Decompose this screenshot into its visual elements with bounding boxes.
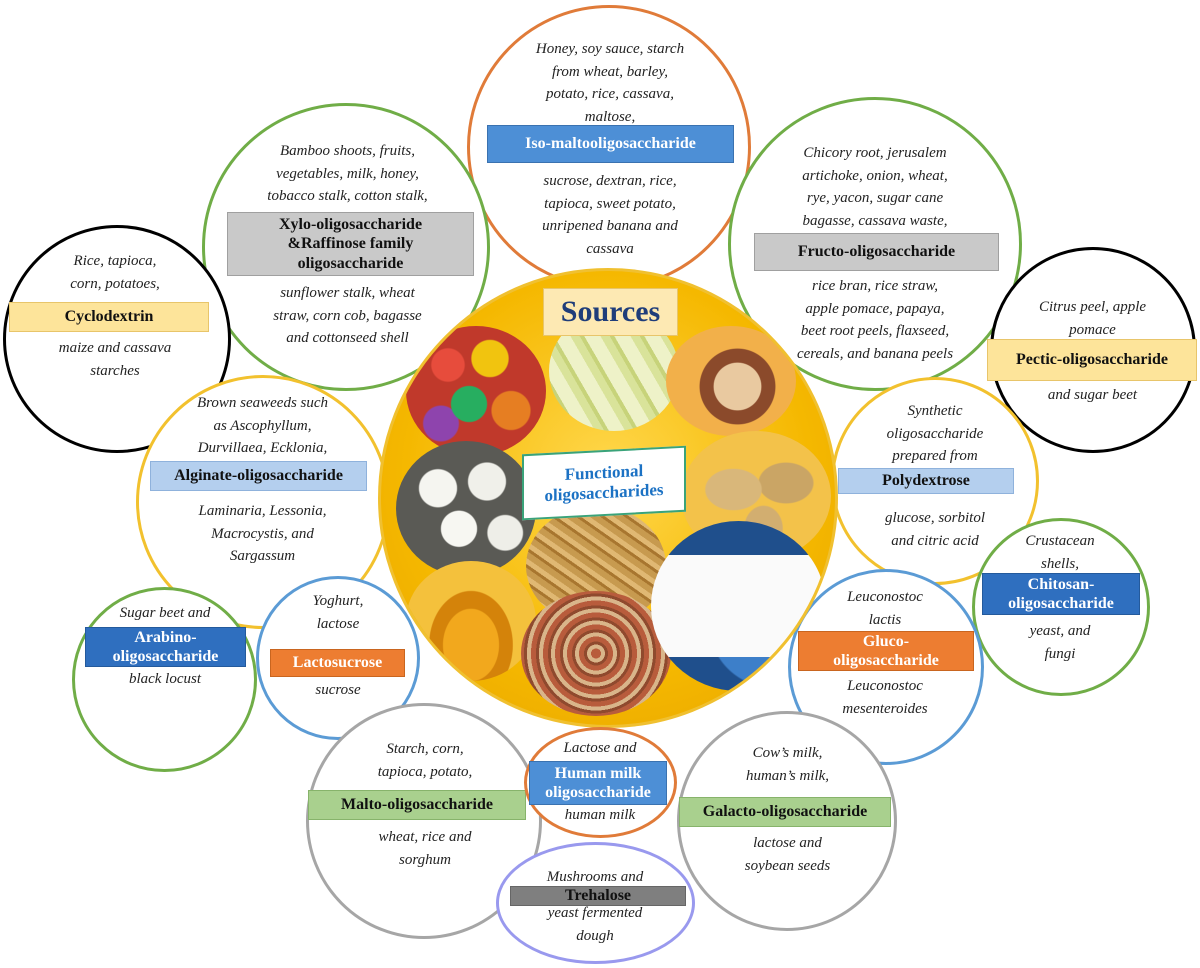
pectic-sources-above: Citrus peel, apple pomace bbox=[1038, 299, 1147, 338]
hmo-sources-below: human milk bbox=[564, 807, 636, 823]
alginate-oligosaccharide-label: Alginate-oligosaccharide bbox=[150, 461, 367, 491]
alginate-sources-above: Brown seaweeds such as Ascophyllum, Durv… bbox=[196, 395, 329, 456]
malto-sources-above: Starch, corn, tapioca, potato, bbox=[377, 741, 473, 780]
mushrooms-image bbox=[396, 441, 536, 576]
lactosucrose-sources-above: Yoghurt, lactose bbox=[312, 593, 364, 632]
sources-title: Sources bbox=[543, 288, 678, 336]
chitosan-sources-above: Crustacean shells, bbox=[1025, 533, 1095, 572]
gluco-sources-below: Leuconostoc mesenteroides bbox=[842, 678, 928, 717]
chitosan-oligosaccharide-label: Chitosan- oligosaccharide bbox=[982, 573, 1140, 615]
cyclodextrin-sources-above: Rice, tapioca, corn, potatoes, bbox=[70, 253, 160, 292]
fructo-sources-below: rice bran, rice straw, apple pomace, pap… bbox=[796, 278, 954, 362]
malto-oligosaccharide-label: Malto-oligosaccharide bbox=[308, 790, 526, 820]
pectic-sources-below: and sugar beet bbox=[1047, 387, 1138, 403]
xylo-sources-above: Bamboo shoots, fruits, vegetables, milk,… bbox=[267, 143, 428, 204]
human-milk-oligosaccharide-label: Human milk oligosaccharide bbox=[529, 761, 667, 805]
milk-glass-image bbox=[651, 521, 826, 691]
arabino-oligosaccharide-circle bbox=[72, 587, 257, 772]
polydextrose-sources-above: Synthetic oligosaccharide prepared from bbox=[886, 403, 984, 464]
polydextrose-sources-below: glucose, sorbitol and citric acid bbox=[885, 510, 985, 549]
xylo-sources-below: sunflower stalk, wheat straw, corn cob, … bbox=[273, 285, 422, 346]
polydextrose-label: Polydextrose bbox=[838, 468, 1014, 494]
iso-sources-below: sucrose, dextran, rice, tapioca, sweet p… bbox=[542, 173, 678, 257]
iso-sources-above: Honey, soy sauce, starch from wheat, bar… bbox=[535, 41, 685, 125]
alginate-sources-below: Laminaria, Lessonia, Macrocystis, and Sa… bbox=[198, 503, 327, 564]
trehalose-label: Trehalose bbox=[510, 886, 686, 906]
iso-maltooligosaccharide-label: Iso-maltooligosaccharide bbox=[487, 125, 734, 163]
trehalose-sources-below: yeast fermented dough bbox=[547, 905, 643, 944]
malto-sources-below: wheat, rice and sorghum bbox=[378, 829, 472, 868]
galacto-sources-below: lactose and soybean seeds bbox=[744, 835, 831, 874]
trehalose-sources-above: Mushrooms and bbox=[546, 869, 644, 885]
pectic-oligosaccharide-label: Pectic-oligosaccharide bbox=[987, 339, 1197, 381]
hmo-sources-above: Lactose and bbox=[563, 740, 637, 756]
chitosan-sources-below: yeast, and fungi bbox=[1029, 623, 1091, 662]
functional-oligosaccharides-label: Functional oligosaccharides bbox=[522, 445, 686, 521]
dried-flakes-image bbox=[521, 591, 671, 716]
fructo-sources-above: Chicory root, jerusalem artichoke, onion… bbox=[802, 145, 948, 229]
cassava-root-image bbox=[666, 326, 796, 436]
galacto-oligosaccharide-label: Galacto-oligosaccharide bbox=[679, 797, 891, 827]
arabino-sources-above: Sugar beet and bbox=[119, 605, 211, 621]
lactosucrose-label: Lactosucrose bbox=[270, 649, 405, 677]
gluco-oligosaccharide-label: Gluco- oligosaccharide bbox=[798, 631, 974, 671]
honey-image bbox=[406, 561, 536, 681]
lactosucrose-sources-below: sucrose bbox=[315, 682, 361, 698]
gluco-sources-above: Leuconostoc lactis bbox=[847, 589, 923, 628]
cyclodextrin-sources-below: maize and cassava starches bbox=[58, 340, 172, 379]
fruits-vegetables-image bbox=[406, 326, 546, 456]
arabino-sources-below: black locust bbox=[128, 671, 202, 687]
galacto-sources-above: Cow’s milk, human’s milk, bbox=[745, 745, 830, 784]
xylo-oligosaccharide-label: Xylo-oligosaccharide &Raffinose family o… bbox=[227, 212, 474, 276]
arabino-oligosaccharide-label: Arabino- oligosaccharide bbox=[85, 627, 246, 667]
fructo-oligosaccharide-label: Fructo-oligosaccharide bbox=[754, 233, 999, 271]
cyclodextrin-label: Cyclodextrin bbox=[9, 302, 209, 332]
